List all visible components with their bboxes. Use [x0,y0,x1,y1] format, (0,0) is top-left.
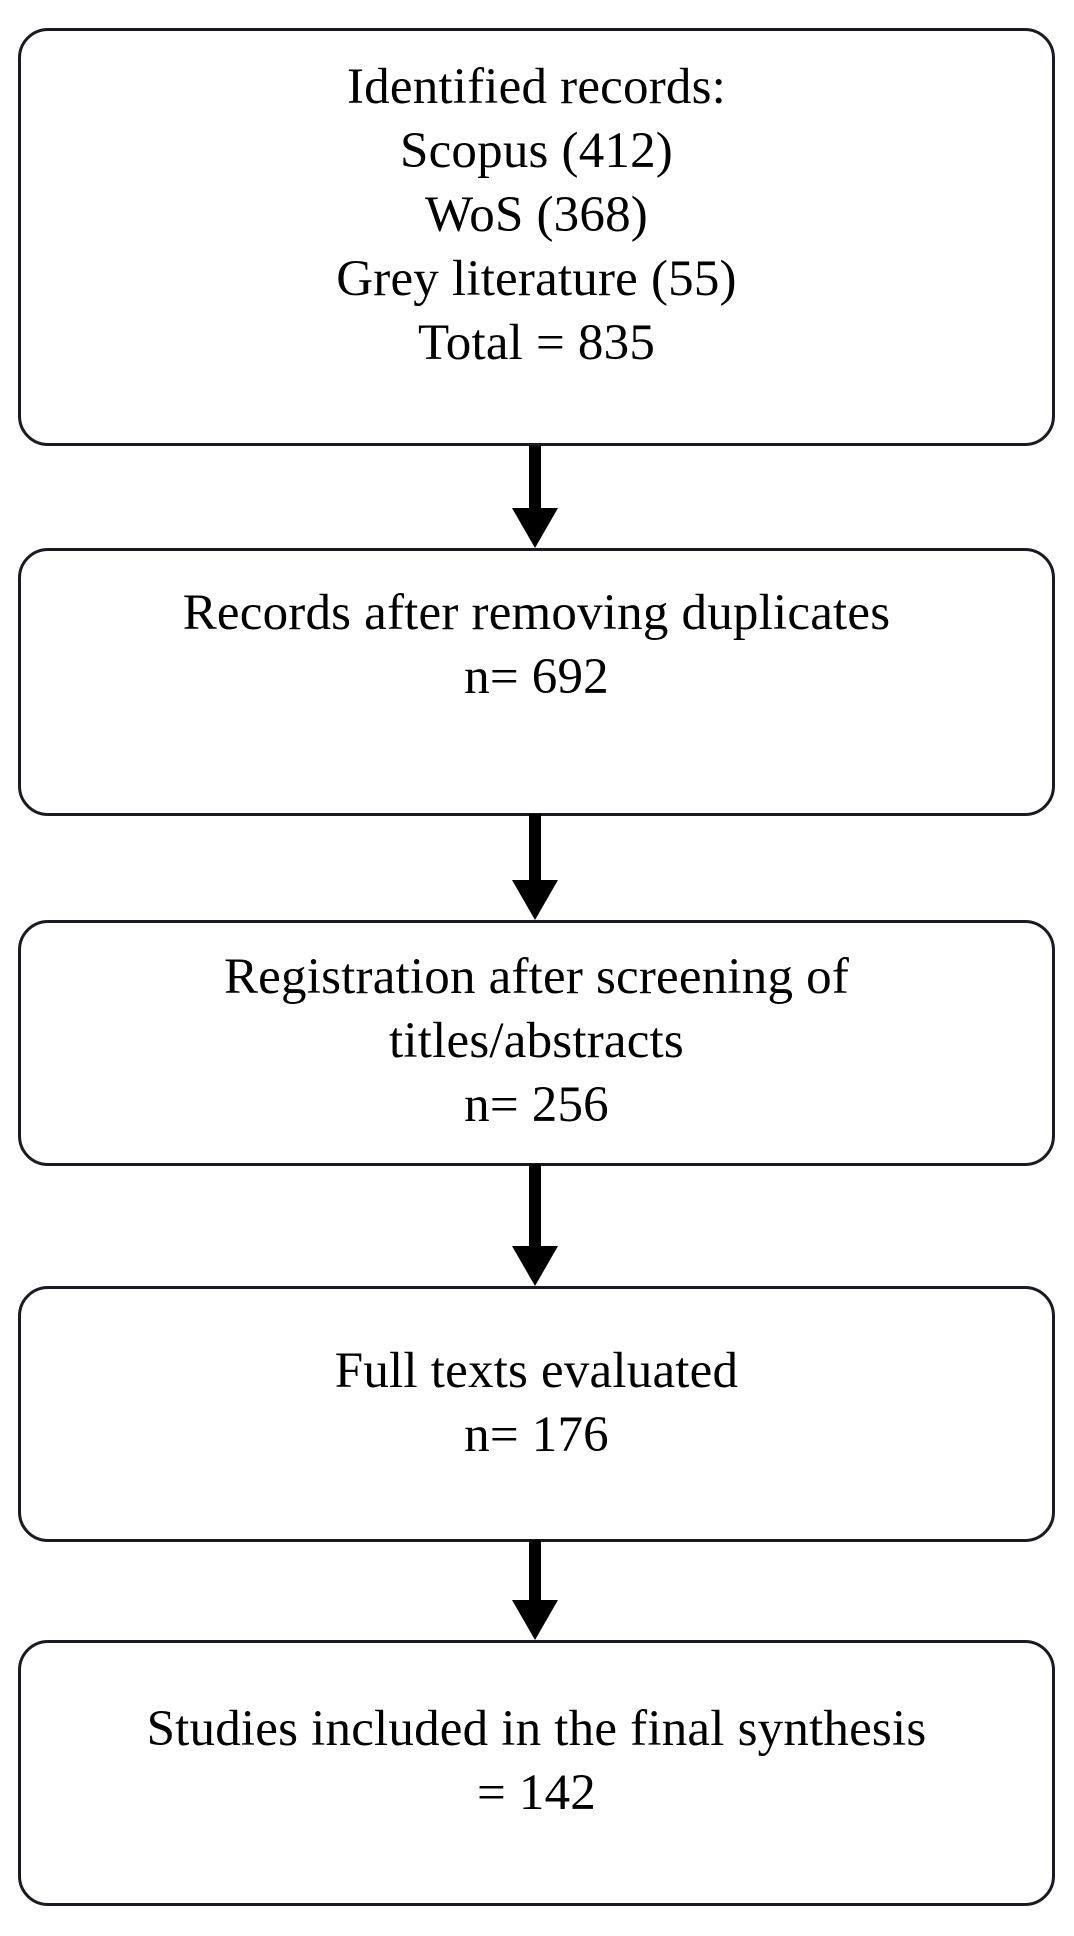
node-full-texts-evaluated: Full texts evaluated n= 176 [18,1286,1055,1542]
down-arrow-icon [507,446,563,548]
arrow-shaft [529,1540,541,1600]
node-line: Records after removing duplicates [182,585,891,641]
arrow-shaft [529,1164,541,1246]
node-line: Identified records: [346,59,727,115]
arrow-head [512,880,558,920]
node-full-texts-evaluated-text: Full texts evaluated n= 176 [21,1339,1052,1467]
arrow-shaft [529,446,541,508]
node-studies-included-final-synthesis-text: Studies included in the final synthesis … [21,1697,1052,1825]
node-line: Total = 835 [417,315,656,371]
arrow-head [512,1600,558,1640]
node-identified-records: Identified records: Scopus (412) WoS (36… [18,28,1055,446]
node-registration-after-screening-text: Registration after screening of titles/a… [21,945,1052,1137]
node-line: Grey literature (55) [336,251,737,307]
node-line: = 142 [476,1765,596,1821]
node-line: n= 692 [464,649,609,705]
node-line: n= 256 [464,1077,609,1133]
down-arrow-icon [507,1164,563,1286]
node-line: Registration after screening of [223,949,850,1005]
down-arrow-icon [507,814,563,920]
arrow-shaft [529,814,541,880]
node-line: titles/abstracts [389,1013,684,1069]
node-records-after-removing-duplicates-text: Records after removing duplicates n= 692 [21,581,1052,709]
node-identified-records-text: Identified records: Scopus (412) WoS (36… [21,55,1052,375]
node-records-after-removing-duplicates: Records after removing duplicates n= 692 [18,548,1055,816]
node-line: WoS (368) [425,187,648,243]
node-line: Full texts evaluated [334,1343,739,1399]
arrow-head [512,508,558,548]
node-line: n= 176 [464,1407,609,1463]
node-line: Scopus (412) [400,123,673,179]
node-line: Studies included in the final synthesis [146,1701,927,1757]
node-registration-after-screening: Registration after screening of titles/a… [18,920,1055,1166]
arrow-head [512,1246,558,1286]
node-studies-included-final-synthesis: Studies included in the final synthesis … [18,1640,1055,1906]
down-arrow-icon [507,1540,563,1640]
